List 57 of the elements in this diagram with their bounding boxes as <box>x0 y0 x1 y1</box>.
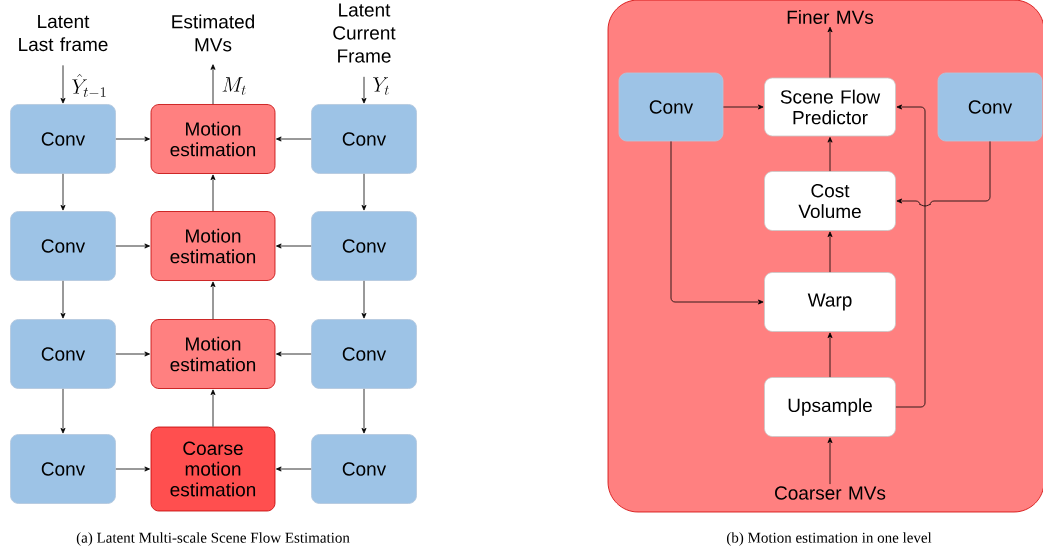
arrow <box>276 243 312 249</box>
arrow <box>115 243 150 249</box>
arrow <box>827 137 833 172</box>
process-box: Scene Flow Predictor <box>764 77 896 137</box>
arrow <box>723 104 764 110</box>
arrow <box>276 351 312 357</box>
arrow <box>670 141 764 305</box>
conv-box: Conv <box>10 211 116 281</box>
subfigure-caption: (b) Motion estimation in one level <box>727 532 932 546</box>
arrow <box>827 26 833 78</box>
arrow <box>115 136 150 142</box>
arrow <box>827 437 833 485</box>
arrow <box>276 466 312 472</box>
plain-text: Latent Last frame <box>19 14 108 52</box>
arrow <box>60 64 66 104</box>
conv-box: Conv <box>311 211 417 281</box>
plain-text: Coarser MVs <box>775 486 886 500</box>
conv-box: Conv <box>10 104 116 174</box>
arrow <box>895 104 926 408</box>
arrow <box>361 280 367 319</box>
conv-box: Conv <box>10 319 116 389</box>
arrow <box>361 76 367 104</box>
arrow <box>60 173 66 211</box>
arrow <box>60 388 66 434</box>
motion-estimation-box: Motion estimation <box>150 319 276 389</box>
arrow <box>210 281 216 320</box>
arrow <box>210 64 216 105</box>
process-box: Upsample <box>764 377 896 437</box>
plain-text: Estimated MVs <box>172 14 254 52</box>
arrow <box>827 332 833 378</box>
process-box: Cost Volume <box>764 171 896 231</box>
arrow <box>60 280 66 319</box>
arrow <box>276 136 312 142</box>
process-box: Warp <box>764 272 896 332</box>
edge-label: $\hat{Y}_{t-1}$ <box>72 74 106 97</box>
plain-text: Finer MVs <box>787 10 874 24</box>
arrow <box>827 231 833 273</box>
subfigure-caption: (a) Latent Multi-scale Scene Flow Estimation <box>76 532 350 546</box>
conv-box: Conv <box>937 72 1043 142</box>
motion-estimation-box: Motion estimation <box>150 211 276 281</box>
arrow <box>115 351 150 357</box>
edge-label: $M_t$ <box>222 77 246 95</box>
motion-estimation-box: Motion estimation <box>150 104 276 174</box>
plain-text: Latent Current Frame <box>333 3 396 63</box>
conv-box: Conv <box>311 104 417 174</box>
arrow <box>361 173 367 211</box>
coarse-estimation-box: Coarse motion estimation <box>150 426 276 512</box>
conv-box: Conv <box>311 434 417 504</box>
conv-box: Conv <box>311 319 417 389</box>
edge-label: $Y_t$ <box>373 77 389 95</box>
conv-box: Conv <box>618 72 724 142</box>
arrow <box>210 174 216 212</box>
arrow <box>115 466 150 472</box>
arrow <box>361 388 367 434</box>
conv-box: Conv <box>10 434 116 504</box>
arrow <box>896 141 991 207</box>
arrow <box>210 389 216 427</box>
